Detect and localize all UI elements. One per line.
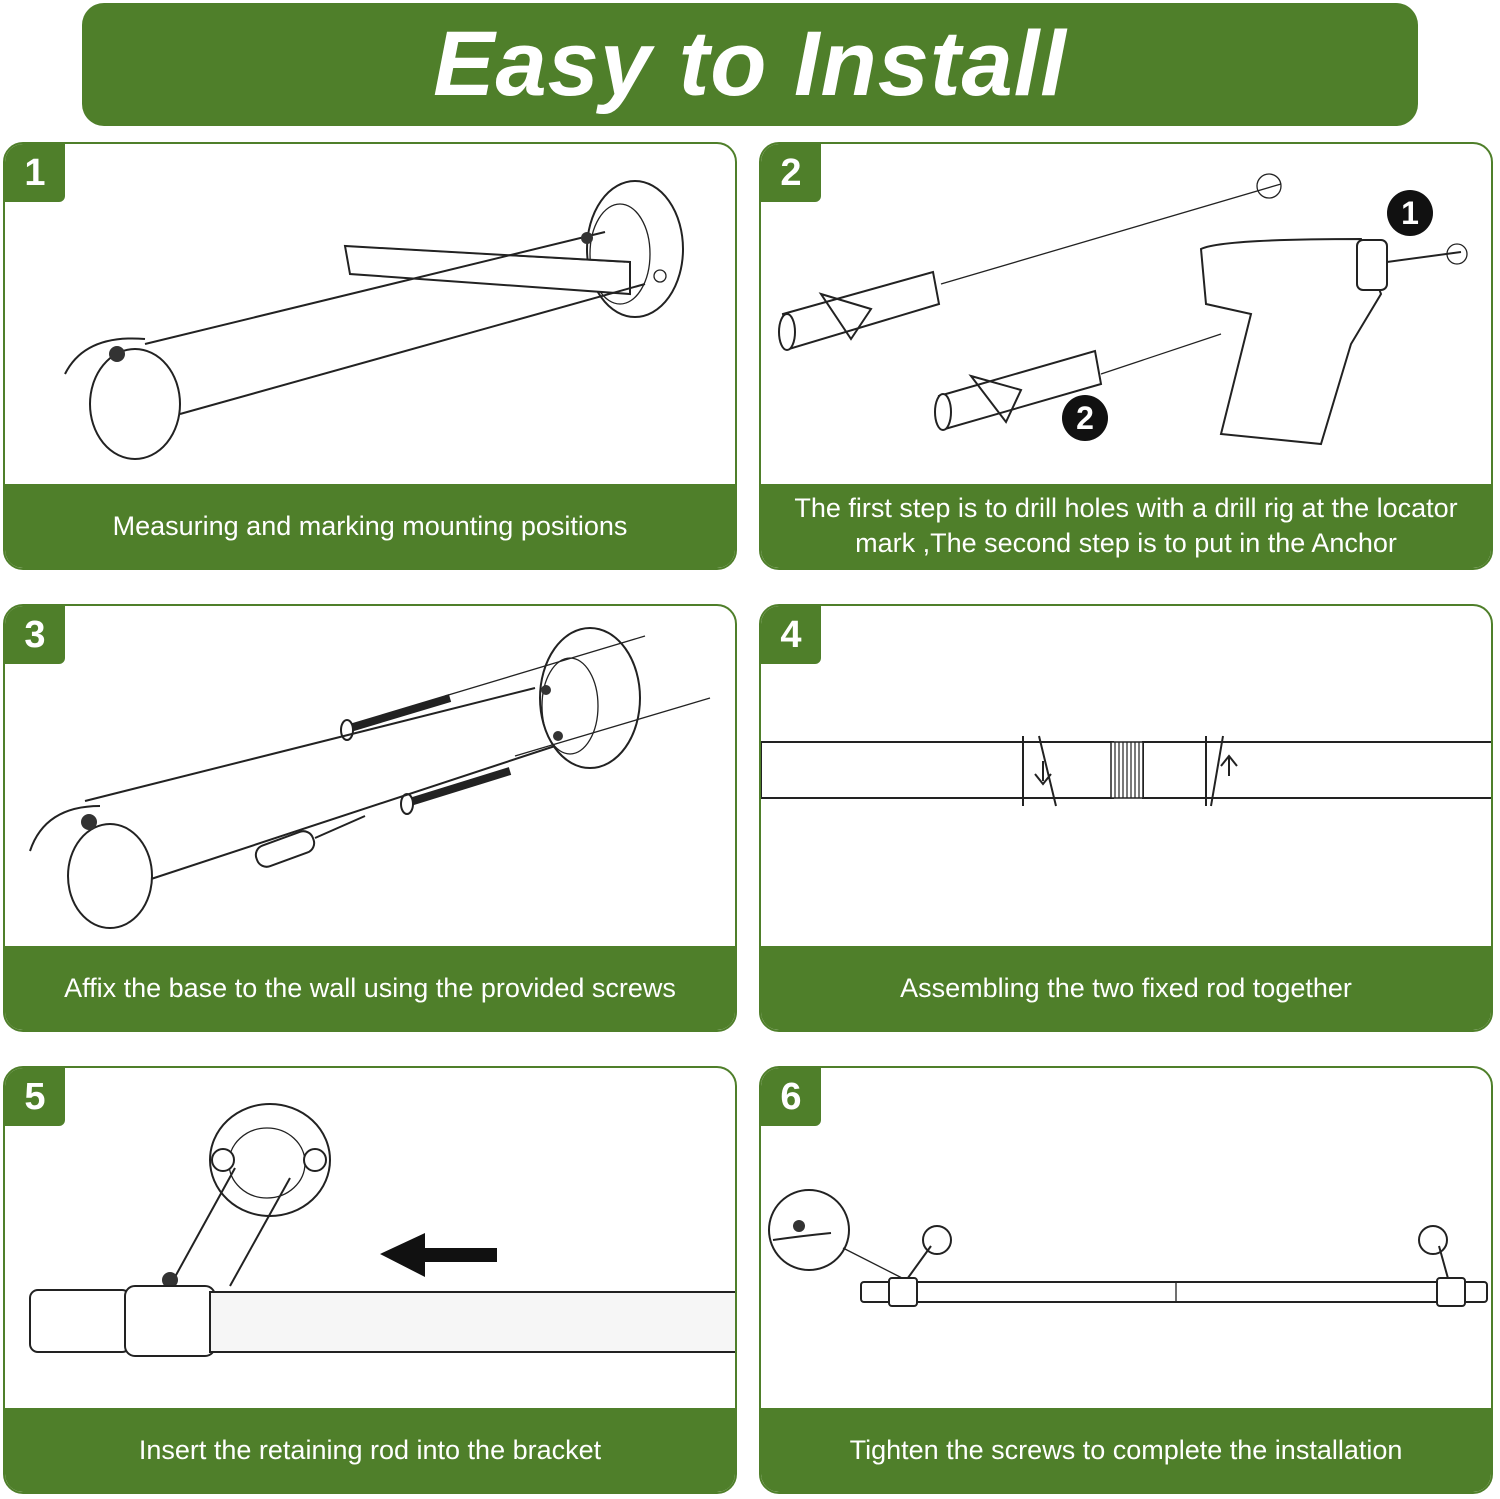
- step-card-6: 6 Tighten the screws to complete the ins…: [759, 1066, 1493, 1494]
- drill-badge: 1: [1387, 190, 1433, 236]
- step-number: 5: [5, 1068, 65, 1126]
- step-caption: Affix the base to the wall using the pro…: [5, 946, 735, 1030]
- step-caption: Assembling the two fixed rod together: [761, 946, 1491, 1030]
- anchor-badge: 2: [1062, 395, 1108, 441]
- title-banner: Easy to Install: [82, 3, 1418, 126]
- bracket-illustration: [5, 144, 735, 488]
- step-number: 6: [761, 1068, 821, 1126]
- step-card-4: 4 Assembling the two fixed rod together: [759, 604, 1493, 1032]
- screw-mounting-illustration: [5, 606, 735, 950]
- step-card-5: 5 Insert the retaining rod into the brac…: [3, 1066, 737, 1494]
- step-caption: The first step is to drill holes with a …: [761, 484, 1491, 568]
- step-number: 1: [5, 144, 65, 202]
- step-caption: Measuring and marking mounting positions: [5, 484, 735, 568]
- insert-rod-illustration: [5, 1068, 735, 1412]
- step-number: 4: [761, 606, 821, 664]
- step-card-3: 3 Affix the base to the wall using the p…: [3, 604, 737, 1032]
- drill-and-anchor-illustration: [761, 144, 1491, 488]
- step-card-1: 1 Measuring and marking mounting positio…: [3, 142, 737, 570]
- page-title: Easy to Install: [433, 13, 1067, 115]
- finished-rod-illustration: [761, 1068, 1491, 1412]
- step-caption: Insert the retaining rod into the bracke…: [5, 1408, 735, 1492]
- step-number: 3: [5, 606, 65, 664]
- step-card-2: 2 1 2 The first step is to drill holes w…: [759, 142, 1493, 570]
- step-caption: Tighten the screws to complete the insta…: [761, 1408, 1491, 1492]
- rod-connection-illustration: [761, 606, 1491, 950]
- step-number: 2: [761, 144, 821, 202]
